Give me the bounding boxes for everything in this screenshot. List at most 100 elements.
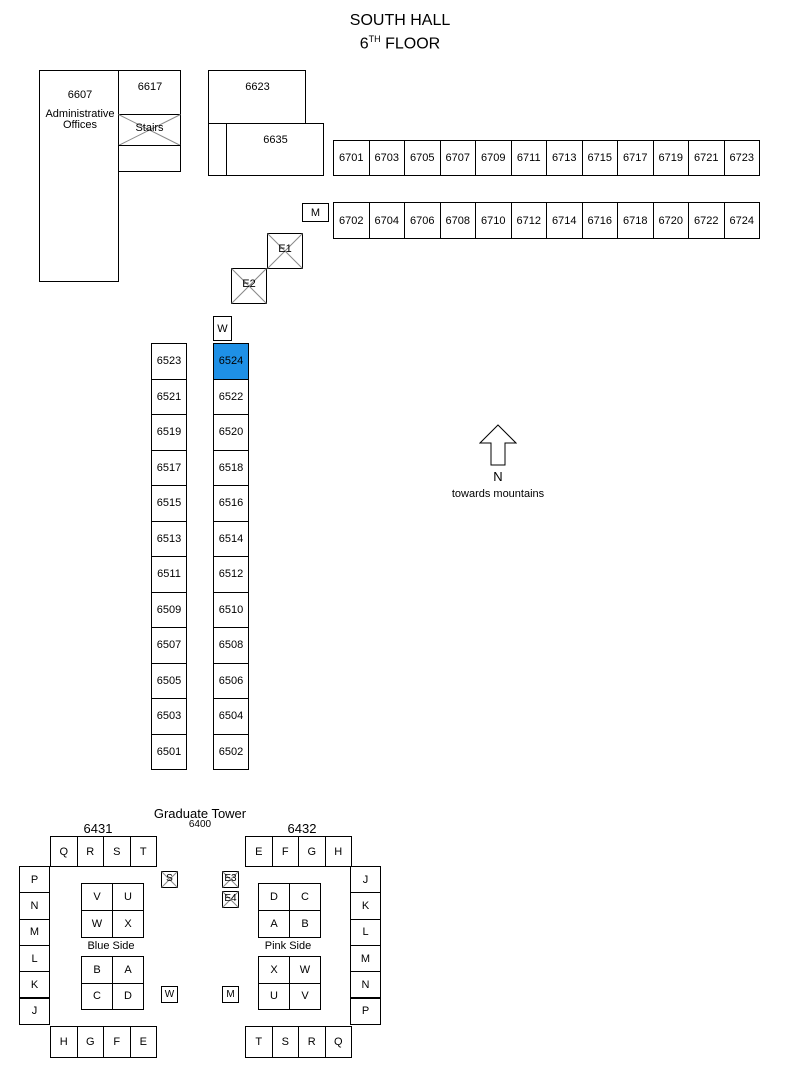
blue-side-K[interactable]: K — [19, 971, 50, 999]
pink-top-F[interactable]: F — [271, 836, 299, 867]
room-6711[interactable]: 6711 — [510, 140, 547, 176]
room-6704[interactable]: 6704 — [368, 202, 405, 239]
pink-grid-X[interactable]: X — [258, 956, 290, 984]
room-6508[interactable]: 6508 — [213, 627, 249, 664]
blue-grid-B[interactable]: B — [81, 956, 113, 984]
room-6510[interactable]: 6510 — [213, 591, 249, 628]
room-6514[interactable]: 6514 — [213, 520, 249, 557]
room-6635[interactable]: 6635 — [226, 123, 324, 176]
pink-side-N[interactable]: N — [350, 971, 381, 999]
room-6716[interactable]: 6716 — [581, 202, 618, 239]
blue-side-P[interactable]: P — [19, 866, 50, 894]
blue-side-J[interactable]: J — [19, 997, 50, 1025]
pink-side-M[interactable]: M — [350, 944, 381, 973]
room-6521[interactable]: 6521 — [151, 378, 187, 415]
pink-bottom-T[interactable]: T — [245, 1026, 273, 1058]
room-6607[interactable]: 6607 Administrative Offices — [39, 70, 119, 282]
room-6623[interactable]: 6623 — [208, 70, 306, 124]
pink-grid-D[interactable]: D — [258, 883, 290, 911]
blue-grid-V[interactable]: V — [81, 883, 113, 911]
blue-top-T[interactable]: T — [129, 836, 157, 867]
pink-grid-A[interactable]: A — [258, 910, 290, 938]
room-6512[interactable]: 6512 — [213, 556, 249, 593]
tower-restroom-w[interactable]: W — [161, 986, 178, 1003]
room-6720[interactable]: 6720 — [652, 202, 689, 239]
room-6724[interactable]: 6724 — [723, 202, 760, 239]
blue-side-M[interactable]: M — [19, 918, 50, 946]
room-6501[interactable]: 6501 — [151, 733, 187, 770]
blue-grid-A[interactable]: A — [112, 956, 144, 984]
room-6517[interactable]: 6517 — [151, 449, 187, 486]
blue-side-N[interactable]: N — [19, 892, 50, 920]
blue-top-R[interactable]: R — [76, 836, 104, 867]
pink-grid-C[interactable]: C — [289, 883, 321, 911]
blue-grid-W[interactable]: W — [81, 910, 113, 938]
room-6516[interactable]: 6516 — [213, 485, 249, 522]
room-6515[interactable]: 6515 — [151, 485, 187, 522]
room-6708[interactable]: 6708 — [439, 202, 476, 239]
room-6511[interactable]: 6511 — [151, 556, 187, 593]
room-6715[interactable]: 6715 — [581, 140, 618, 176]
pink-top-H[interactable]: H — [324, 836, 352, 867]
room-6723[interactable]: 6723 — [723, 140, 760, 176]
blue-bottom-G[interactable]: G — [76, 1026, 104, 1058]
pink-grid-B[interactable]: B — [289, 910, 321, 938]
tower-restroom-m[interactable]: M — [222, 986, 239, 1003]
pink-bottom-Q[interactable]: Q — [324, 1026, 352, 1058]
room-6509[interactable]: 6509 — [151, 591, 187, 628]
blue-top-S[interactable]: S — [103, 836, 131, 867]
room-6707[interactable]: 6707 — [439, 140, 476, 176]
room-6503[interactable]: 6503 — [151, 698, 187, 735]
pink-top-G[interactable]: G — [298, 836, 326, 867]
pink-bottom-R[interactable]: R — [298, 1026, 326, 1058]
room-6504[interactable]: 6504 — [213, 698, 249, 735]
pink-grid-U[interactable]: U — [258, 982, 290, 1010]
blue-grid-X[interactable]: X — [112, 910, 144, 938]
room-6513[interactable]: 6513 — [151, 520, 187, 557]
room-6713[interactable]: 6713 — [546, 140, 583, 176]
room-6717[interactable]: 6717 — [617, 140, 654, 176]
room-6703[interactable]: 6703 — [368, 140, 405, 176]
room-6714[interactable]: 6714 — [546, 202, 583, 239]
room-6701[interactable]: 6701 — [333, 140, 370, 176]
restroom-w-upper[interactable]: W — [213, 316, 232, 341]
restroom-m-upper[interactable]: M — [302, 203, 329, 222]
blue-bottom-H[interactable]: H — [50, 1026, 78, 1058]
room-6710[interactable]: 6710 — [475, 202, 512, 239]
room-6518[interactable]: 6518 — [213, 449, 249, 486]
blue-top-Q[interactable]: Q — [50, 836, 78, 867]
room-6523[interactable]: 6523 — [151, 343, 187, 380]
room-6617[interactable]: 6617 — [118, 70, 181, 115]
room-6709[interactable]: 6709 — [475, 140, 512, 176]
blue-grid-D[interactable]: D — [112, 982, 144, 1010]
room-6705[interactable]: 6705 — [404, 140, 441, 176]
pink-top-E[interactable]: E — [245, 836, 273, 867]
room-6719[interactable]: 6719 — [652, 140, 689, 176]
room-6712[interactable]: 6712 — [510, 202, 547, 239]
pink-side-K[interactable]: K — [350, 892, 381, 920]
room-6502[interactable]: 6502 — [213, 733, 249, 770]
pink-bottom-S[interactable]: S — [271, 1026, 299, 1058]
room-6522[interactable]: 6522 — [213, 378, 249, 415]
pink-grid-W[interactable]: W — [289, 956, 321, 984]
blue-side-L[interactable]: L — [19, 944, 50, 973]
room-6507[interactable]: 6507 — [151, 627, 187, 664]
room-6506[interactable]: 6506 — [213, 662, 249, 699]
pink-side-L[interactable]: L — [350, 918, 381, 946]
blue-bottom-E[interactable]: E — [129, 1026, 157, 1058]
room-6722[interactable]: 6722 — [688, 202, 725, 239]
blue-bottom-F[interactable]: F — [103, 1026, 131, 1058]
pink-side-J[interactable]: J — [350, 866, 381, 894]
room-6718[interactable]: 6718 — [617, 202, 654, 239]
room-6702[interactable]: 6702 — [333, 202, 370, 239]
blue-grid-U[interactable]: U — [112, 883, 144, 911]
pink-grid-V[interactable]: V — [289, 982, 321, 1010]
room-6524[interactable]: 6524 — [213, 343, 249, 380]
room-6519[interactable]: 6519 — [151, 414, 187, 451]
room-6505[interactable]: 6505 — [151, 662, 187, 699]
room-6706[interactable]: 6706 — [404, 202, 441, 239]
pink-side-P[interactable]: P — [350, 997, 381, 1025]
room-6520[interactable]: 6520 — [213, 414, 249, 451]
blue-grid-C[interactable]: C — [81, 982, 113, 1010]
room-6721[interactable]: 6721 — [688, 140, 725, 176]
